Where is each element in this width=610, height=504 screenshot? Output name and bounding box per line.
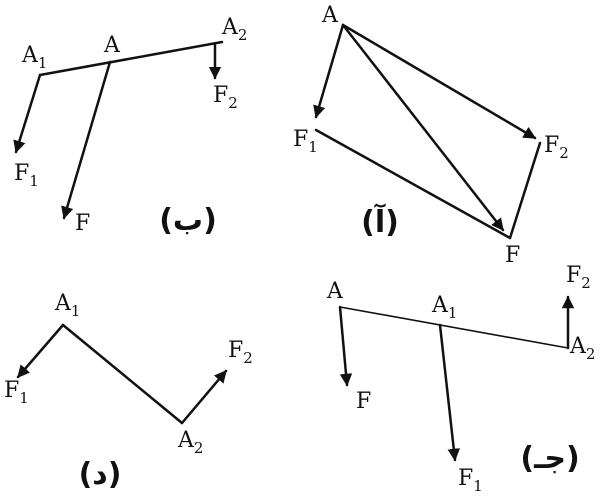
force-arrow-f2	[180, 369, 228, 425]
force-label-f2: F2	[544, 133, 569, 162]
point-label-a2: A2	[221, 15, 247, 44]
rod-line	[61, 323, 184, 425]
parallelogram-edge	[508, 141, 542, 240]
parallelogram-edge	[314, 128, 512, 240]
panel-alef: A F1 F2 F (آ)	[293, 3, 569, 268]
point-label-a: A	[321, 3, 339, 28]
force-label-f1: F1	[293, 127, 318, 156]
point-label-a: A	[326, 279, 344, 304]
panel-dal: A1 F1 F2 A2 (د)	[4, 291, 253, 492]
rod-line	[38, 40, 224, 77]
force-label-f2: F2	[566, 263, 591, 292]
point-label-a1: A1	[21, 43, 47, 72]
force-label-f: F	[505, 243, 520, 268]
point-label-a1: A1	[431, 293, 457, 322]
force-label-f: F	[75, 211, 90, 236]
panel-b: A1 A A2 F1 F F2 (ب)	[13, 15, 247, 238]
force-label-f1: F1	[4, 378, 29, 407]
panel-caption-jim: (جـ)	[520, 441, 579, 476]
force-arrow-f1	[16, 323, 65, 379]
force-label-f1: F1	[14, 161, 39, 190]
force-arrow-f	[61, 60, 112, 220]
point-label-a2: A2	[177, 428, 203, 457]
force-label-f2: F2	[228, 338, 253, 367]
force-arrow-f1	[313, 23, 345, 119]
force-arrow-f	[338, 305, 353, 387]
force-label-f: F	[356, 389, 371, 414]
panel-caption-alef: (آ)	[361, 203, 399, 240]
panel-caption-b: (ب)	[159, 203, 217, 238]
force-label-f1: F1	[458, 466, 483, 495]
force-arrow-f1	[13, 73, 42, 154]
panel-caption-dal: (د)	[79, 457, 122, 492]
rod-line	[339, 306, 569, 349]
force-arrow-f1	[438, 323, 460, 462]
point-label-a: A	[103, 33, 121, 58]
panel-jim: A A1 F2 A2 F F1 (جـ)	[326, 263, 595, 495]
point-label-a1: A1	[54, 291, 80, 320]
force-label-f2: F2	[213, 83, 238, 112]
force-arrow-f-resultant	[341, 23, 505, 232]
point-label-a2: A2	[569, 334, 595, 363]
force-arrow-f2	[341, 23, 537, 140]
